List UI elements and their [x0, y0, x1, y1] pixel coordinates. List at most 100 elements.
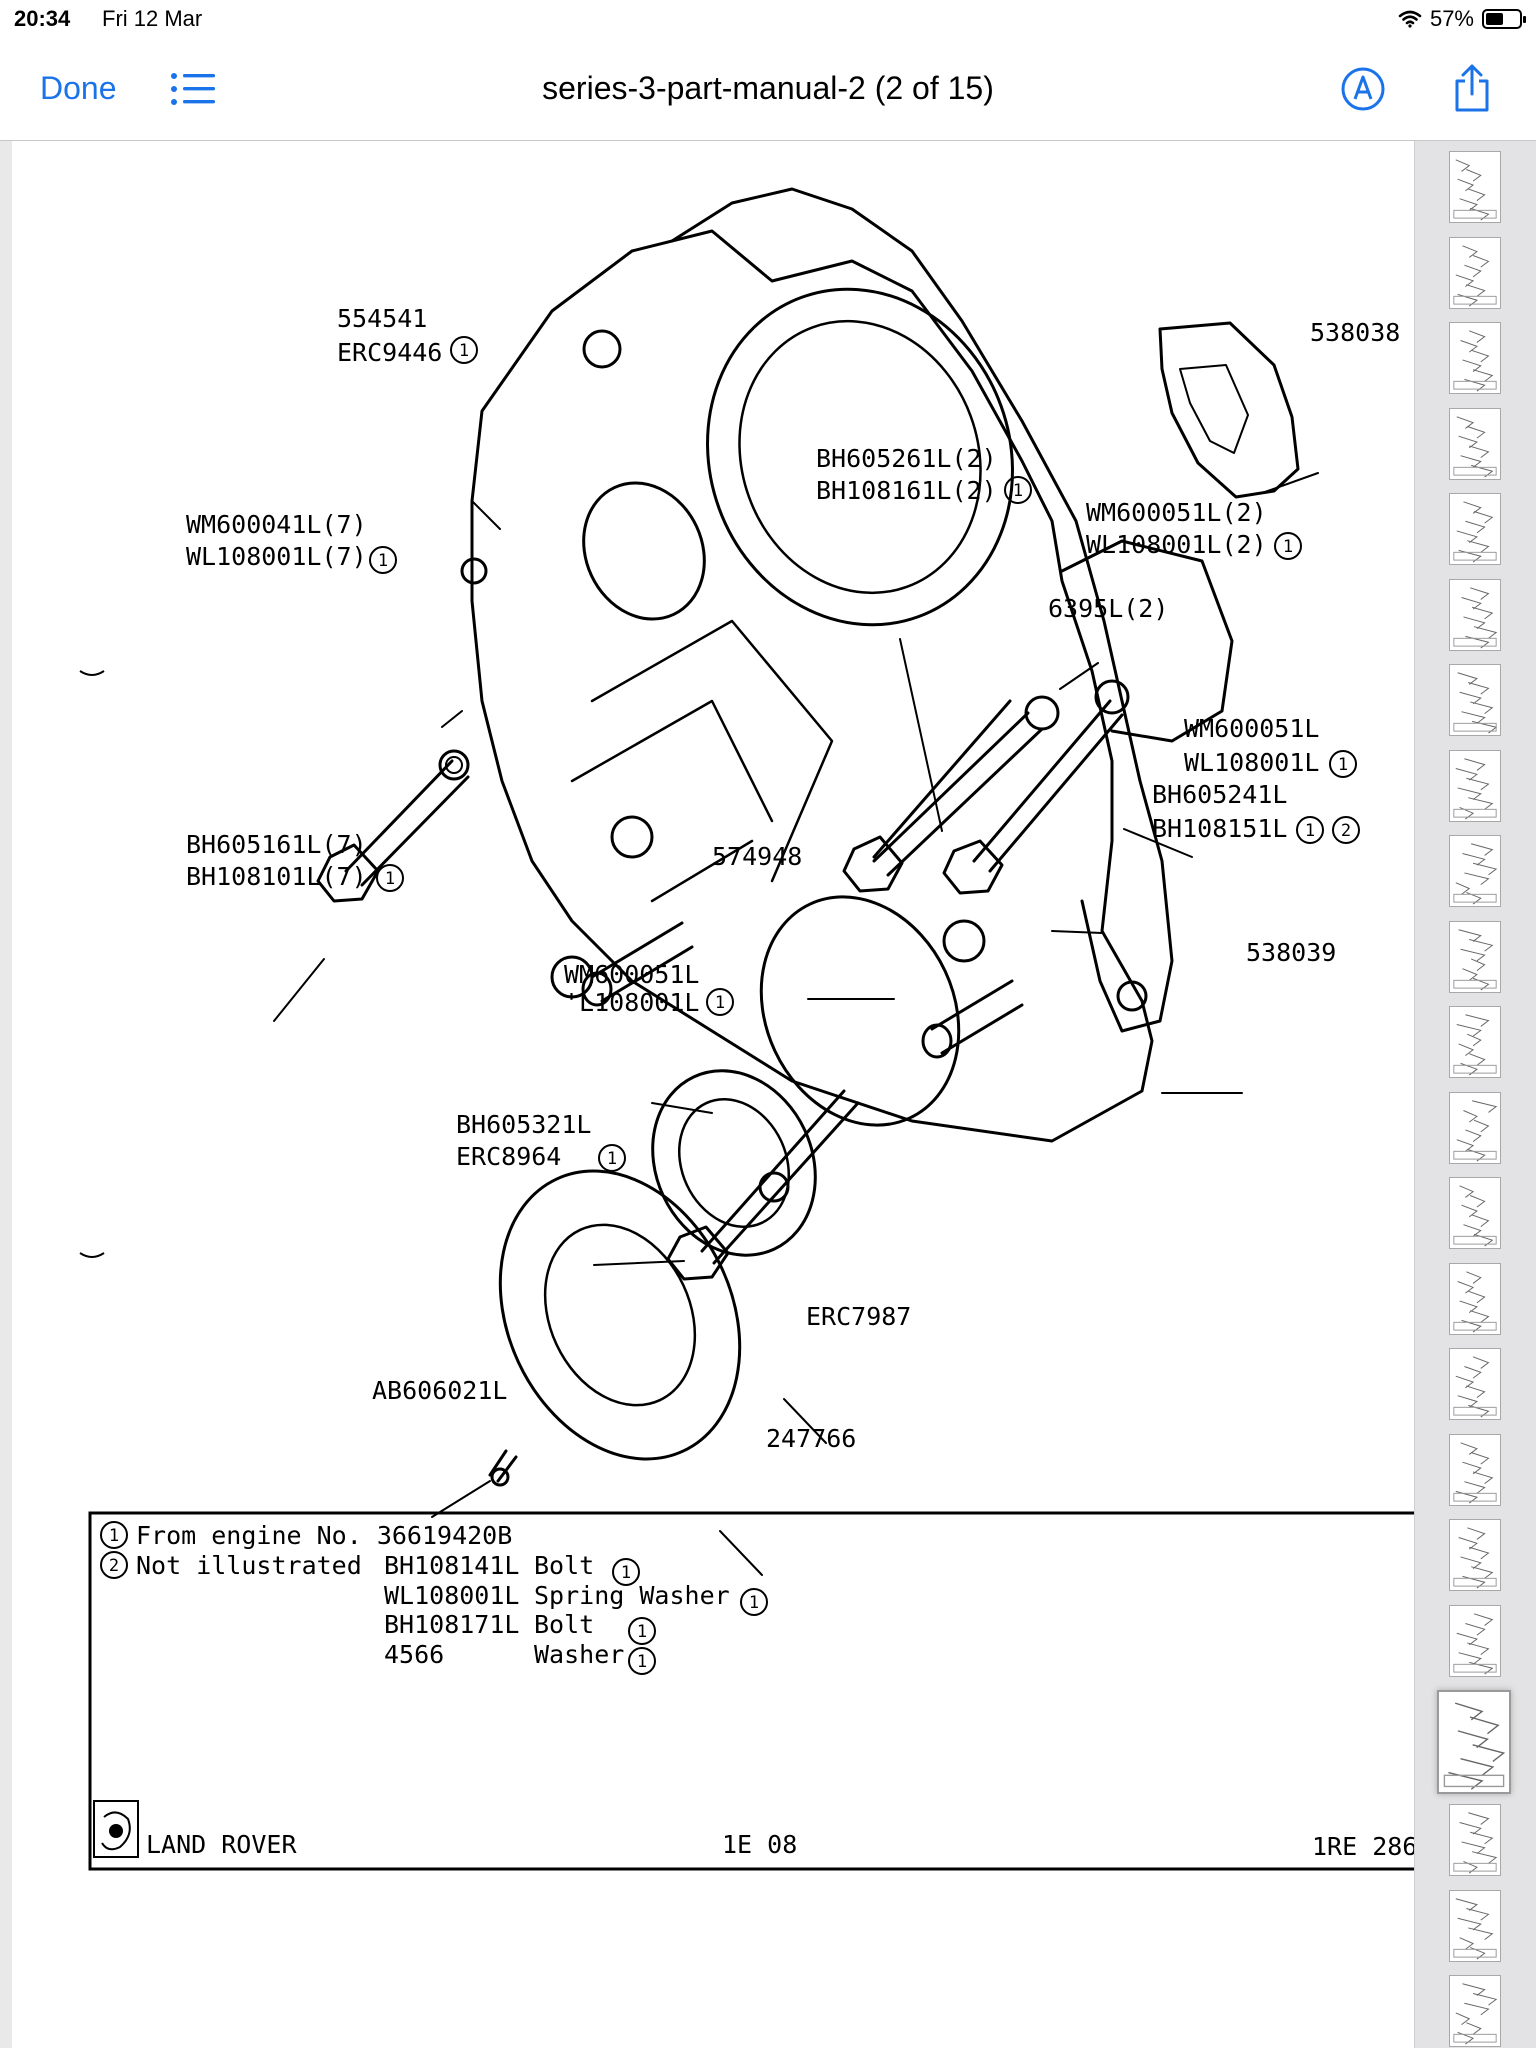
battery-fill [1486, 13, 1504, 25]
page-thumbnail[interactable] [1449, 1975, 1501, 2047]
svg-text:1: 1 [1013, 481, 1023, 501]
page-thumbnail[interactable] [1449, 493, 1501, 565]
page-thumbnail[interactable] [1449, 1091, 1501, 1164]
page-thumbnail[interactable] [1449, 151, 1501, 223]
status-time: 20:34 [14, 6, 71, 31]
bolt-left [344, 759, 470, 887]
page-margin [0, 141, 12, 2048]
bolt-lower [700, 1089, 860, 1265]
legend-desc: Spring Washer [534, 1581, 730, 1610]
page-thumbnail[interactable] [1449, 1262, 1501, 1335]
done-button[interactable]: Done [40, 70, 117, 106]
bolt-upper [872, 699, 1012, 859]
callout-text: WM600051L [564, 960, 699, 989]
callout-text: BH108161L(2) [816, 476, 997, 505]
page-thumbnail[interactable] [1449, 1519, 1501, 1591]
note-marks [369, 336, 1360, 1172]
callout-text: WM600051L [1184, 714, 1319, 743]
callout-labels: 554541 ERC9446 538038 BH605261L(2) BH108… [186, 304, 1400, 1453]
svg-text:1: 1 [1283, 537, 1293, 557]
page-thumbnail[interactable] [1449, 1177, 1501, 1249]
svg-text:1: 1 [607, 1149, 617, 1169]
status-right: 57% [1398, 6, 1526, 32]
page-thumbnail[interactable] [1449, 407, 1501, 480]
svg-text:1: 1 [715, 993, 725, 1013]
callout-text: 538039 [1246, 938, 1336, 967]
callout-text: BH605261L(2) [816, 444, 997, 473]
callout-text: WL108001L(7) [186, 542, 367, 571]
legend-part: BH108171L [384, 1610, 519, 1639]
note1-mark: 1 [109, 1526, 119, 1546]
callout-text: WL108001L(2) [1086, 530, 1267, 559]
page-thumbnail[interactable] [1449, 1006, 1501, 1078]
legend-row-mark: 1 [637, 1622, 647, 1642]
legend-row-mark: 1 [637, 1652, 647, 1672]
list-icon[interactable] [170, 72, 216, 106]
svg-text:1: 1 [378, 551, 388, 571]
page-thumbnail[interactable] [1449, 749, 1501, 822]
page-thumbnail[interactable] [1449, 1604, 1501, 1677]
legend-row-mark: 1 [749, 1593, 759, 1613]
page-thumbnail[interactable] [1449, 322, 1501, 394]
callout-text: BH108151L [1152, 814, 1287, 843]
page-thumbnail[interactable] [1449, 1348, 1501, 1420]
callout-text: WL108001L [1184, 748, 1319, 777]
callout-text: 6395L(2) [1048, 594, 1168, 623]
callout-text: WM600051L(2) [1086, 498, 1267, 527]
gasket-top-right [1158, 321, 1300, 499]
note2-mark: 2 [109, 1556, 119, 1576]
legend-desc: Washer [534, 1640, 624, 1669]
legend-box: 1 2 1 1 1 1 From engine No. 36619420B No… [88, 1511, 1414, 1871]
legend-part: 4566 [384, 1640, 444, 1669]
battery-percent: 57% [1429, 6, 1474, 31]
document-page[interactable]: 554541 ERC9446 538038 BH605261L(2) BH108… [12, 141, 1414, 2048]
brand-text: LAND ROVER [146, 1830, 297, 1859]
timing-cover [470, 229, 1154, 1143]
wifi-icon [1398, 10, 1422, 28]
callout-text: BH605241L [1152, 780, 1287, 809]
markup-pen-icon[interactable] [1340, 66, 1386, 112]
page-thumbnail[interactable] [1449, 236, 1501, 309]
navigation-bar: Done series-3-part-manual-2 (2 of 15) [0, 40, 1536, 141]
callout-text: 574948 [712, 842, 802, 871]
share-icon[interactable] [1452, 62, 1492, 114]
page-thumbnail[interactable] [1449, 835, 1501, 907]
document-title: series-3-part-manual-2 (2 of 15) [542, 70, 994, 106]
callout-text: BH108101L(7) [186, 862, 367, 891]
note-mark-digits: 111 111 211 1 [378, 341, 1351, 1169]
callout-text: 554541 [337, 304, 427, 333]
svg-text:1: 1 [1338, 755, 1348, 775]
svg-text:1: 1 [1305, 821, 1315, 841]
legend-part: BH108141L [384, 1551, 519, 1580]
callout-text: 538038 [1310, 318, 1400, 347]
page-thumbnail[interactable] [1449, 1889, 1501, 1962]
svg-text:1: 1 [459, 341, 469, 361]
page-thumbnail[interactable] [1449, 1433, 1501, 1506]
legend-note-2: Not illustrated [136, 1551, 362, 1580]
legend-part: WL108001L [384, 1581, 519, 1610]
page-thumbnail-sidebar[interactable] [1414, 141, 1536, 2048]
legend-row-mark: 1 [621, 1563, 631, 1583]
page-code: 1E 08 [722, 1830, 797, 1859]
page-thumbnail-current[interactable] [1437, 1690, 1511, 1794]
callout-text: ERC7987 [806, 1302, 911, 1331]
callout-text: 'L108001L [564, 988, 699, 1017]
status-bar: 20:34 Fri 12 Mar 57% [0, 0, 1536, 40]
front-flange [706, 287, 1014, 627]
bolt-center [872, 711, 1044, 877]
land-rover-logo [93, 1800, 139, 1858]
callout-text: BH605161L(7) [186, 830, 367, 859]
legend-desc: Bolt [534, 1551, 594, 1580]
page-thumbnail[interactable] [1449, 664, 1501, 736]
page-thumbnail[interactable] [1449, 920, 1501, 993]
callout-text: BH605321L [456, 1110, 591, 1139]
page-thumbnail[interactable] [1449, 578, 1501, 651]
mud-shield-plate [498, 1169, 742, 1461]
callout-text: ERC8964 [456, 1142, 561, 1171]
callout-text: AB606021L [372, 1376, 507, 1405]
svg-text:2: 2 [1341, 821, 1351, 841]
parts-diagram: 554541 ERC9446 538038 BH605261L(2) BH108… [79, 187, 1414, 1871]
page-thumbnail[interactable] [1449, 1804, 1501, 1876]
legend-note-1: From engine No. 36619420B [136, 1521, 512, 1550]
status-date: Fri 12 Mar [102, 6, 203, 31]
